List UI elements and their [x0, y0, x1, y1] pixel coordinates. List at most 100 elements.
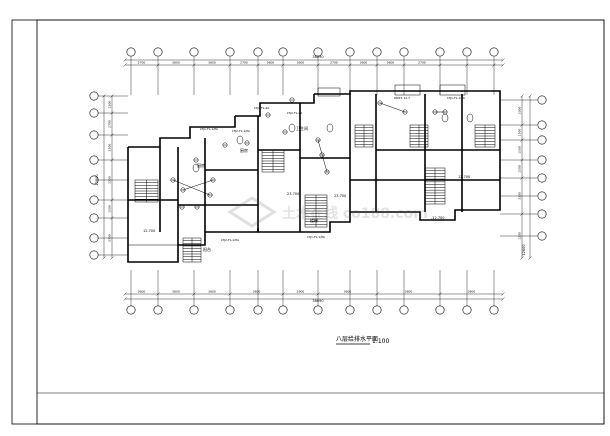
watermark-text: 土木在线 co188.com	[282, 205, 428, 222]
top-dim-tick	[281, 63, 285, 67]
top-dim-tick	[256, 63, 260, 67]
bottom-dim-tick	[123, 292, 127, 296]
left-dim-text: 1200	[108, 101, 112, 109]
right-total-dim-tick	[528, 256, 532, 260]
axis-bubble-left	[89, 250, 99, 260]
top-dim-tick	[492, 63, 496, 67]
bottom-dim-tick	[281, 292, 285, 296]
top-dim-text: 3600	[387, 61, 395, 65]
left-dim-text: 2700	[108, 120, 112, 128]
right-total-dim-tick	[528, 94, 532, 98]
toilet	[192, 163, 200, 173]
room-label: 23.700	[334, 194, 346, 198]
room-label: 厨房	[240, 147, 248, 153]
left-dim-text: 1500	[108, 205, 112, 213]
axis-bubble-bottom	[126, 305, 136, 315]
top-dim-text: 3600	[297, 61, 305, 65]
bottom-dim-tick	[375, 292, 379, 296]
axis-bubble-right	[537, 231, 547, 241]
top-dim-tick	[501, 63, 505, 67]
toilet	[466, 113, 474, 123]
wall	[128, 116, 236, 148]
left-dim-tick	[110, 111, 114, 115]
annotation: LTJ1-FL-1/PA	[200, 127, 219, 131]
axis-bubble-bottom	[345, 305, 355, 315]
axis-bubble-left	[89, 91, 99, 101]
left-total-dim: 12600	[95, 174, 99, 185]
bottom-dim-tick	[192, 292, 196, 296]
axis-bubble-left	[89, 195, 99, 205]
toilet	[326, 123, 334, 133]
stairs	[134, 124, 496, 263]
axis-bubble-bottom	[435, 305, 445, 315]
annotation: DN25 12.7	[394, 96, 410, 100]
bottom-dim-text: 3600	[468, 290, 476, 294]
top-dim-tick	[402, 63, 406, 67]
room-label: 阳台	[203, 246, 211, 252]
top-dim-text: 3600	[172, 61, 180, 65]
left-total-dim-tick	[102, 94, 106, 98]
axis-bubble-bottom	[253, 305, 263, 315]
bottom-total-dim-tick	[501, 297, 505, 301]
bottom-dim-text: 3600	[172, 290, 180, 294]
top-dim-tick	[156, 63, 160, 67]
right-dim-tick	[520, 94, 524, 98]
top-dim-text: 2700	[330, 61, 338, 65]
axis-bubble-left	[89, 155, 99, 165]
top-dim-tick	[192, 63, 196, 67]
axis-bubble-right	[537, 173, 547, 183]
right-dim-text: 3300	[518, 192, 522, 200]
toilet	[236, 135, 244, 145]
top-dim-text: 3600	[267, 61, 275, 65]
bottom-dim-text: 3600	[405, 290, 413, 294]
left-dim-tick	[110, 216, 114, 220]
wall	[258, 98, 501, 233]
right-dim-tick	[520, 158, 524, 162]
axis-bubble-bottom	[399, 305, 409, 315]
right-dim-text: 3300	[518, 107, 522, 115]
room-label: 楼梯	[310, 217, 318, 223]
left-dim-tick	[110, 256, 114, 260]
right-dim-tick	[520, 138, 524, 142]
bottom-dim-tick	[438, 292, 442, 296]
axis-bubble-bottom	[153, 305, 163, 315]
axis-bubble-bottom	[462, 305, 472, 315]
annotation: LTJ1-FL-1/PA	[307, 235, 326, 239]
bottom-dim-tick	[156, 292, 160, 296]
top-dim-tick	[123, 63, 127, 67]
room-label: 12.700	[143, 229, 155, 233]
right-total-dim: 12600	[522, 244, 526, 255]
top-dim-text: 3600	[360, 61, 368, 65]
bottom-total-dim: 38090	[312, 299, 323, 303]
axis-bubble-top	[489, 47, 499, 57]
top-total-dim-tick	[123, 58, 127, 62]
bottom-dim-tick	[228, 292, 232, 296]
balcony	[394, 84, 421, 96]
wall	[235, 94, 315, 117]
bottom-dim-text: 3600	[253, 290, 261, 294]
axis-bubble-top	[153, 47, 163, 57]
axis-bubble-left	[89, 130, 99, 140]
right-dim-text: 1500	[518, 129, 522, 137]
left-dim-tick	[110, 198, 114, 202]
axis-bubble-top	[253, 47, 263, 57]
axis-bubble-top	[345, 47, 355, 57]
axis-bubble-right	[537, 155, 547, 165]
axis-bubble-top	[399, 47, 409, 57]
right-dim-tick	[520, 256, 524, 260]
right-dim-text: 1500	[518, 165, 522, 173]
left-dim-text: 1500	[108, 144, 112, 152]
right-dim-tick	[520, 212, 524, 216]
drawing-scale: 1:100	[372, 338, 389, 345]
room-labels: 厨房 厨房 卫生间 阳台 楼梯 12.700 23.700 23.700 12.…	[143, 96, 470, 252]
axis-bubble-top	[126, 47, 136, 57]
room-label: -12.700	[431, 216, 445, 220]
top-dim-tick	[316, 63, 320, 67]
axis-bubble-right	[537, 95, 547, 105]
toilet	[288, 123, 296, 133]
annotation: LTJ2-FL-2A	[287, 111, 303, 115]
room-label: 厨房	[197, 162, 205, 168]
bottom-dim-text: 3600	[344, 290, 352, 294]
